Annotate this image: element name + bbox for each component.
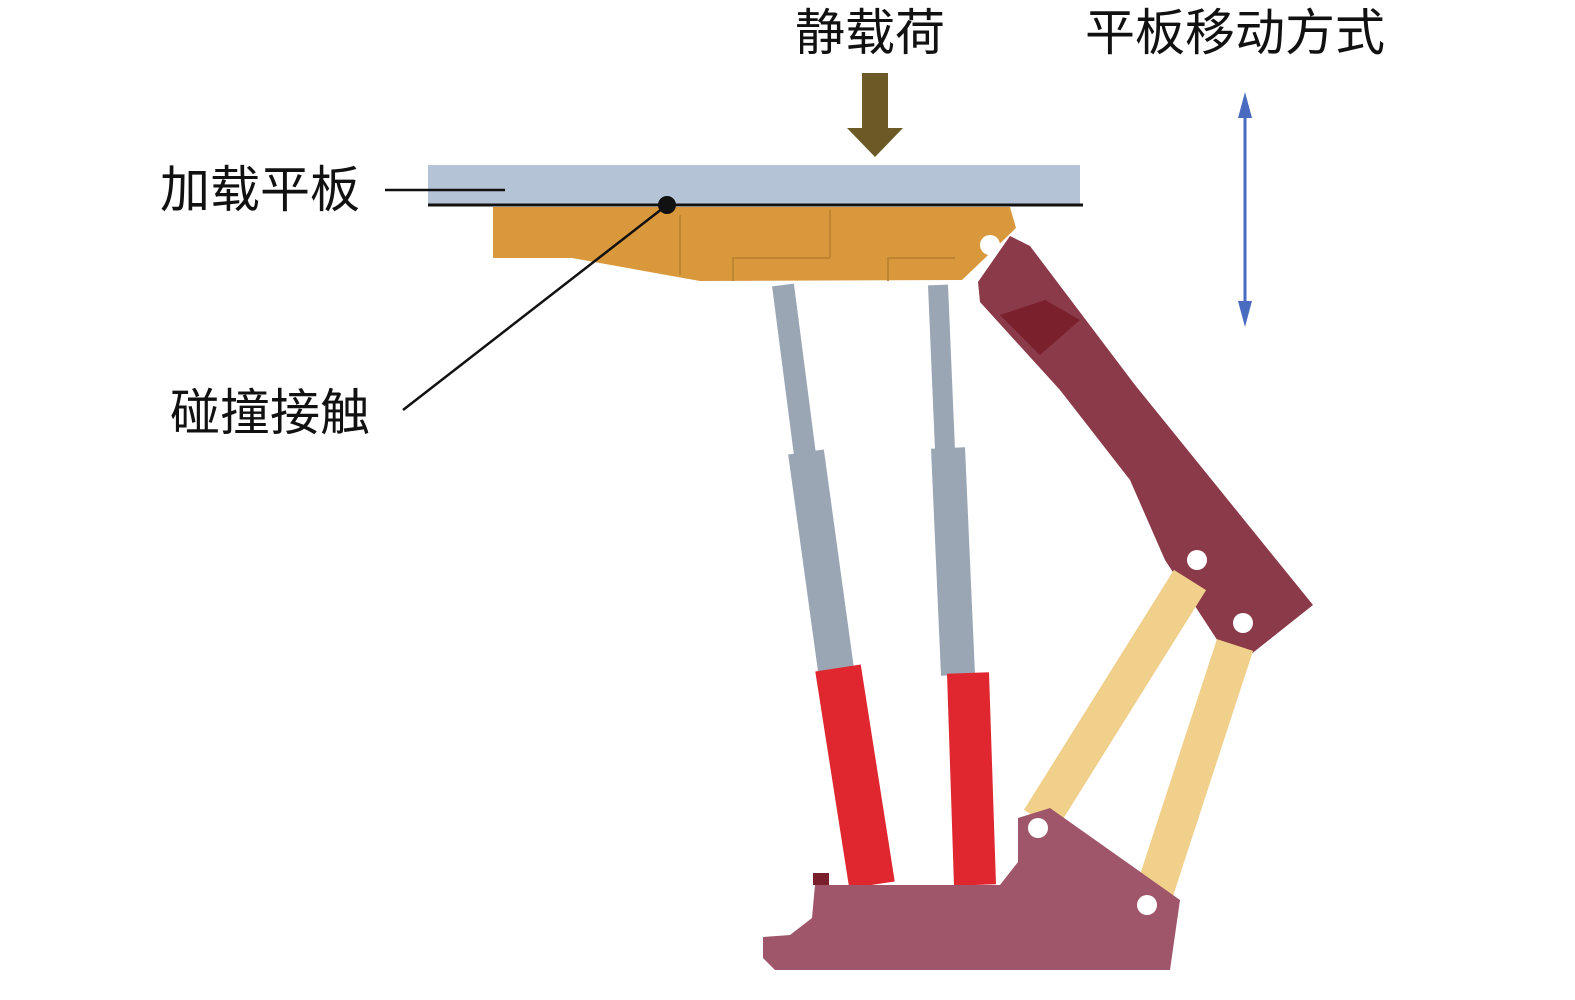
right-leg-middle-stage (931, 447, 975, 676)
right-leg-upper-rod (928, 284, 955, 451)
left-leg-cylinder (815, 664, 895, 889)
base-pin-hole (1137, 895, 1157, 915)
caving-shield-shade (1000, 300, 1080, 355)
contact-point-dot (658, 196, 676, 214)
canopy-edges (679, 210, 955, 281)
canopy-pin-hole (980, 235, 1000, 255)
base (763, 808, 1180, 970)
shield-pin-hole (1187, 550, 1207, 570)
shield-pin-hole (1233, 613, 1253, 633)
collision-contact-label: 碰撞接触 (170, 384, 370, 442)
plate-motion-label: 平板移动方式 (1085, 4, 1385, 62)
left-leg-upper-rod (772, 283, 816, 457)
left-leg-middle-stage (788, 449, 854, 673)
rear-link (1136, 639, 1254, 896)
loading-plate-label: 加载平板 (160, 161, 360, 219)
front-link (1023, 569, 1207, 831)
plate-motion-double-arrow-icon (1238, 92, 1252, 327)
loading-plate (428, 165, 1080, 205)
static-load-label: 静载荷 (795, 4, 945, 62)
collision-contact-leader-line (402, 204, 668, 411)
static-load-arrow-icon (847, 73, 903, 157)
canopy (493, 207, 1016, 281)
base-tab (813, 873, 829, 885)
base-pin-hole (1028, 818, 1048, 838)
caving-shield (978, 236, 1313, 655)
right-leg-cylinder (947, 672, 996, 886)
